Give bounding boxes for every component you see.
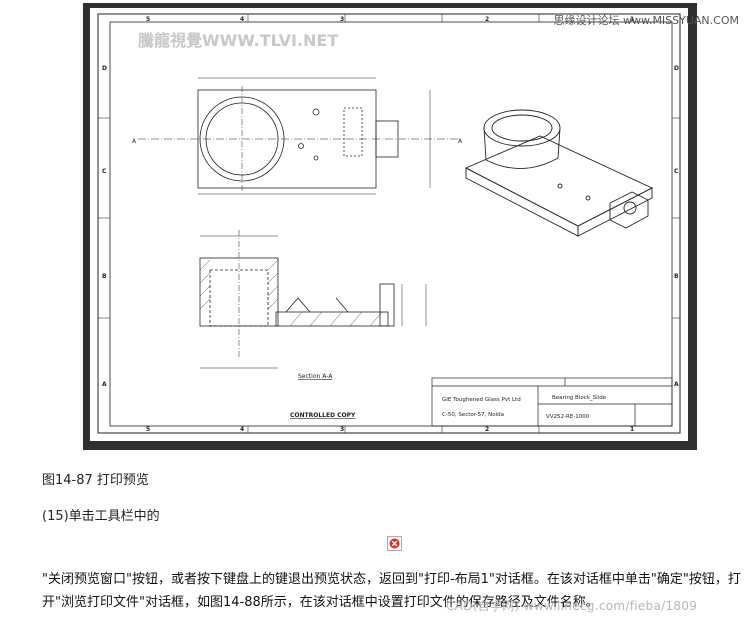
drawing-watermark: 騰龍視覺WWW.TLVI.NET — [138, 31, 338, 50]
zone-letter-left: D — [102, 65, 107, 72]
zone-number-bottom: 4 — [240, 426, 244, 433]
zone-number-bottom: 1 — [630, 426, 634, 433]
section-marker-right: A — [458, 138, 463, 145]
title-block-address: C-50, Sector-57, Noida — [442, 412, 504, 418]
title-block-drawing-no: VV252-RE-1000 — [546, 414, 590, 420]
outer-border — [97, 13, 681, 434]
title-block — [431, 377, 673, 427]
site-watermark: 思缘设计论坛 www.MISSYUAN.COM — [553, 14, 739, 27]
close-preview-button[interactable] — [387, 536, 402, 551]
zone-number-top: 3 — [340, 16, 344, 23]
title-block-company: GIE Toughened Glass Pvt Ltd — [442, 397, 521, 403]
cad-drawing: 5 4 3 2 1 5 4 3 2 1 D C B A D C B A 騰龍視覺… — [97, 13, 681, 434]
section-view — [199, 230, 427, 369]
zone-letter-left: C — [102, 168, 107, 175]
figure-caption: 图14-87 打印预览 — [42, 473, 149, 488]
section-label: Section A-A — [298, 373, 333, 380]
step-instruction: (15)单击工具栏中的 — [42, 509, 160, 524]
section-marker-left: A — [132, 138, 137, 145]
bottom-watermark: CAD(自学网) www.linecg.com/fieba/1809 — [446, 599, 698, 613]
close-preview-icon — [389, 538, 400, 549]
zone-number-top: 2 — [485, 16, 489, 23]
zone-letter-left: B — [102, 273, 107, 280]
isometric-view — [464, 109, 654, 237]
zone-number-bottom: 3 — [340, 426, 344, 433]
body-paragraph: "关闭预览窗口"按钮，或者按下键盘上的键退出预览状态，返回到"打印-布局1"对话… — [42, 572, 741, 610]
zone-letter-right: A — [674, 381, 679, 388]
top-view — [138, 77, 460, 195]
zone-letter-right: C — [674, 168, 679, 175]
zone-letter-right: B — [674, 273, 679, 280]
zone-number-bottom: 5 — [146, 426, 150, 433]
zone-letter-right: D — [674, 65, 679, 72]
drawing-sheet: 5 4 3 2 1 5 4 3 2 1 D C B A D C B A 騰龍視覺… — [90, 8, 688, 441]
zone-number-top: 5 — [146, 16, 150, 23]
title-block-part-name: Bearing Block_Slide — [552, 395, 607, 401]
zone-number-top: 4 — [240, 16, 244, 23]
inner-border — [109, 21, 673, 427]
zone-letter-left: A — [102, 381, 107, 388]
zone-number-top: 1 — [630, 16, 634, 23]
controlled-copy-label: CONTROLLED COPY — [290, 412, 356, 419]
zone-number-bottom: 2 — [485, 426, 489, 433]
